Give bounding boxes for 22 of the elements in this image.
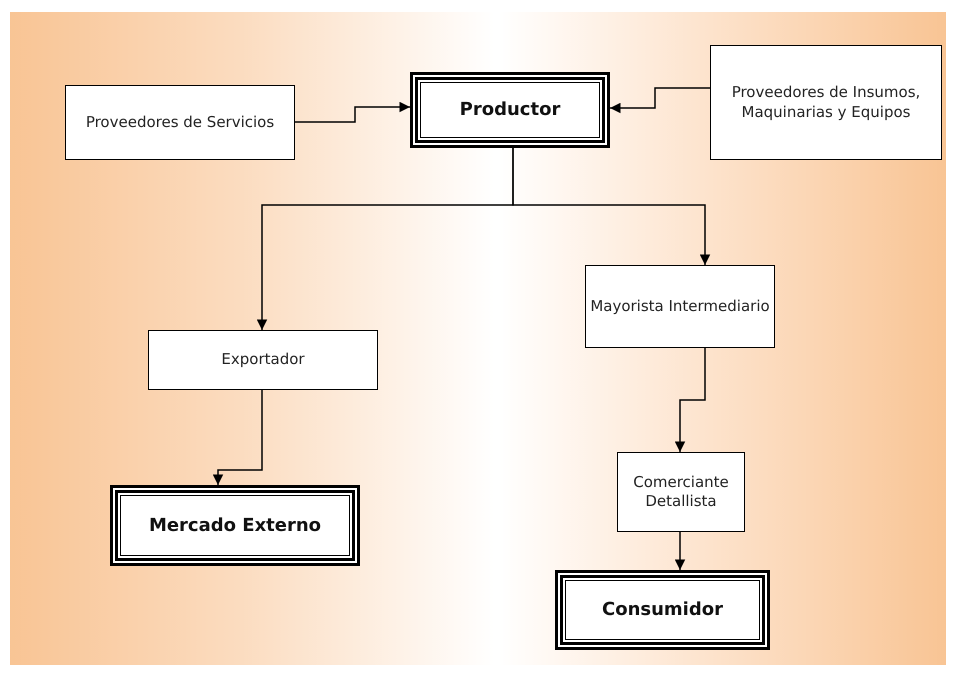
- node-label: Productor: [460, 98, 560, 122]
- process-box: [710, 45, 942, 160]
- process-box: [148, 330, 378, 390]
- process-box: [617, 452, 745, 532]
- arrow: [512, 148, 710, 265]
- node-label: Mayorista Intermediario: [590, 296, 770, 316]
- process-box: [65, 85, 295, 160]
- node-label: Mercado Externo: [148, 514, 322, 538]
- node-label: Consumidor: [602, 598, 723, 622]
- arrow: [295, 102, 410, 123]
- process-box: [585, 265, 775, 348]
- arrow: [610, 87, 710, 114]
- terminal-box: [555, 570, 770, 650]
- arrow: [674, 532, 686, 570]
- node-label: Exportador: [221, 350, 305, 370]
- arrow: [674, 348, 706, 452]
- node-label: Proveedores de Servicios: [86, 112, 274, 132]
- arrow: [212, 390, 263, 485]
- node-label: Comerciante Detallista: [632, 472, 730, 512]
- terminal-box: [110, 485, 360, 566]
- terminal-box: [410, 72, 610, 148]
- node-label: Proveedores de Insumos, Maquinarias y Equipos: [730, 83, 922, 122]
